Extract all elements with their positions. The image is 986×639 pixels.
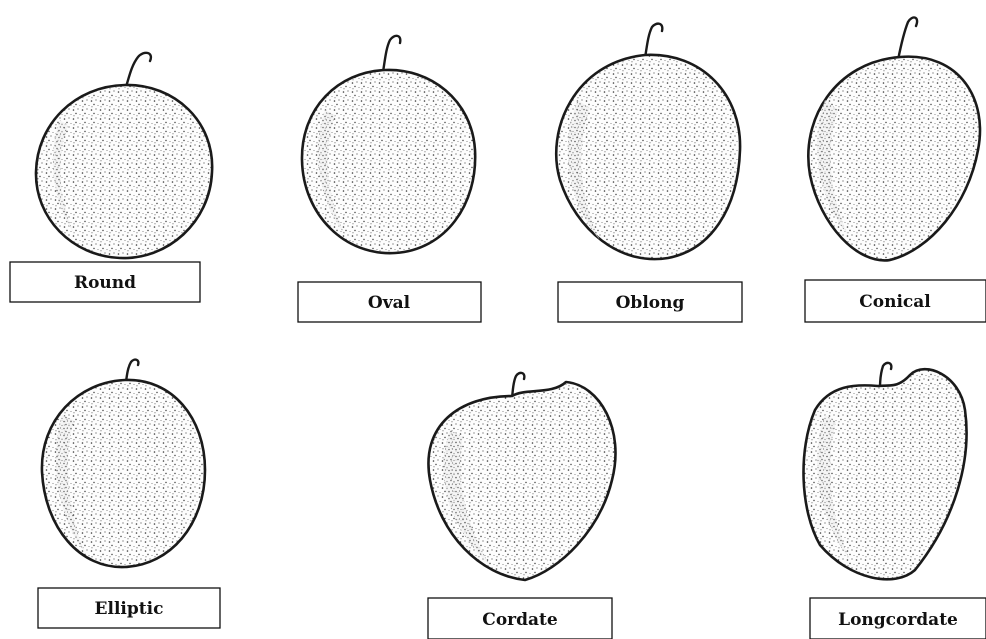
- shape-longcordate: Longcordate: [804, 363, 986, 639]
- label-oval: Oval: [368, 293, 411, 313]
- label-elliptic: Elliptic: [95, 599, 164, 619]
- stem-icon: [383, 36, 400, 72]
- stem-icon: [898, 17, 917, 60]
- stem-icon: [645, 24, 662, 58]
- shape-conical: Conical: [805, 17, 986, 322]
- shape-elliptic: Elliptic: [38, 360, 220, 628]
- label-oblong: Oblong: [616, 293, 685, 313]
- shape-cordate: Cordate: [428, 373, 615, 639]
- conical-fruit-icon: [808, 57, 980, 261]
- label-conical: Conical: [859, 292, 931, 312]
- shape-oblong: Oblong: [556, 24, 742, 322]
- shape-oval: Oval: [298, 36, 481, 322]
- label-round: Round: [74, 273, 136, 293]
- label-longcordate: Longcordate: [838, 610, 958, 630]
- shape-round: Round: [10, 53, 212, 302]
- round-fruit-icon: [36, 85, 212, 258]
- oblong-fruit-icon: [556, 55, 740, 259]
- label-cordate: Cordate: [482, 610, 558, 630]
